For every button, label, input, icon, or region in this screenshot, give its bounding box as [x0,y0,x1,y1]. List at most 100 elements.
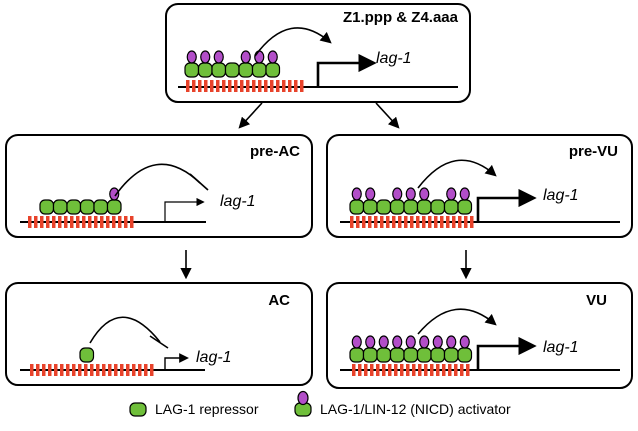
panel-z1-title: Z1.ppp & Z4.aaa [343,9,459,26]
ac-binding-site [150,364,154,376]
vu-binding-site [388,364,392,376]
ac-binding-site [102,364,106,376]
preac-binding-site [70,216,74,228]
prevu-binding-site [356,216,360,228]
panel-vu-dna [340,335,620,376]
panel-preac-title: pre-AC [250,143,300,160]
z1-repressor [224,62,240,78]
vu-binding-site [376,364,380,376]
legend-activator-top-icon [297,390,309,406]
prevu-binding-site [464,216,468,228]
legend: LAG-1 repressor LAG-1/LIN-12 (NICD) acti… [129,390,511,417]
z1-binding-site [264,80,268,92]
prevu-binding-site [404,216,408,228]
preac-binding-site [82,216,86,228]
z1-binding-site [222,80,226,92]
ac-binding-site [114,364,118,376]
vu-binding-site [454,364,458,376]
preac-binding-site [28,216,32,228]
vu-activator [378,335,389,349]
legend-activator-label: LAG-1/LIN-12 (NICD) activator [320,401,511,417]
z1-binding-site [258,80,262,92]
preac-binding-site [94,216,98,228]
vu-repressor [416,347,432,363]
vu-promoter-arrow [476,336,537,370]
preac-repressor [79,199,95,215]
prevu-binding-site [434,216,438,228]
ac-binding-site [90,364,94,376]
vu-repressor [362,347,378,363]
z1-binding-site [294,80,298,92]
vu-activator [459,335,470,349]
panel-vu-gene-label: lag-1 [543,339,579,356]
prevu-promoter-arrow [476,188,537,222]
legend-repressor-label: LAG-1 repressor [155,401,259,417]
prevu-activator [405,187,416,201]
vu-binding-site [400,364,404,376]
lineage-arrow-to-preac [238,102,263,129]
preac-repressor [93,199,109,215]
panel-vu: VU lag-1 [326,282,633,389]
panel-z1: Z1.ppp & Z4.aaa lag-1 [165,3,471,103]
preac-binding-site [34,216,38,228]
panel-prevu-title: pre-VU [569,143,618,160]
vu-binding-site [418,364,422,376]
panel-preac-gene-label: lag-1 [220,193,256,210]
preac-binding-site [100,216,104,228]
vu-activator [432,335,443,349]
ac-binding-site [96,364,100,376]
vu-binding-site [436,364,440,376]
prevu-binding-site [452,216,456,228]
vu-binding-site [442,364,446,376]
panel-prevu: pre-VU lag-1 [326,134,633,238]
prevu-binding-site [410,216,414,228]
z1-repressor [251,62,267,78]
vu-binding-site [370,364,374,376]
z1-activator [213,50,224,64]
panel-ac-dna [20,347,205,376]
preac-binding-site [106,216,110,228]
preac-repressor [66,199,82,215]
preac-binding-site [40,216,44,228]
prevu-repressor [416,199,432,215]
ac-binding-site [78,364,82,376]
prevu-binding-site [368,216,372,228]
z1-promoter-arrow [316,53,377,87]
ac-binding-site [30,364,34,376]
panel-prevu-dna [340,187,620,228]
preac-repressor [52,199,68,215]
z1-binding-site [234,80,238,92]
z1-binding-site [216,80,220,92]
prevu-binding-site [386,216,390,228]
prevu-repressor [376,199,392,215]
ac-repressor [79,347,95,363]
vu-binding-site [358,364,362,376]
ac-binding-site [126,364,130,376]
vu-repressor [389,347,405,363]
prevu-activator [365,187,376,201]
z1-activator [240,50,251,64]
panel-preac-dna [20,187,206,228]
z1-binding-site [246,80,250,92]
prevu-repressor [362,199,378,215]
prevu-repressor [443,199,459,215]
z1-binding-site [210,80,214,92]
preac-binding-site [64,216,68,228]
panel-ac-title: AC [268,292,290,309]
panel-ac-repression-bar [149,335,169,349]
prevu-repressor [403,199,419,215]
ac-binding-site [132,364,136,376]
prevu-binding-site [470,216,474,228]
vu-binding-site [364,364,368,376]
panel-prevu-regulation-arc [417,159,497,189]
vu-activator [392,335,403,349]
panel-z1-regulation-arc [254,27,332,57]
panel-prevu-gene-label: lag-1 [543,187,579,204]
z1-activator [186,50,197,64]
vu-repressor [376,347,392,363]
z1-binding-site [186,80,190,92]
preac-binding-site [112,216,116,228]
ac-binding-site [36,364,40,376]
prevu-binding-site [428,216,432,228]
